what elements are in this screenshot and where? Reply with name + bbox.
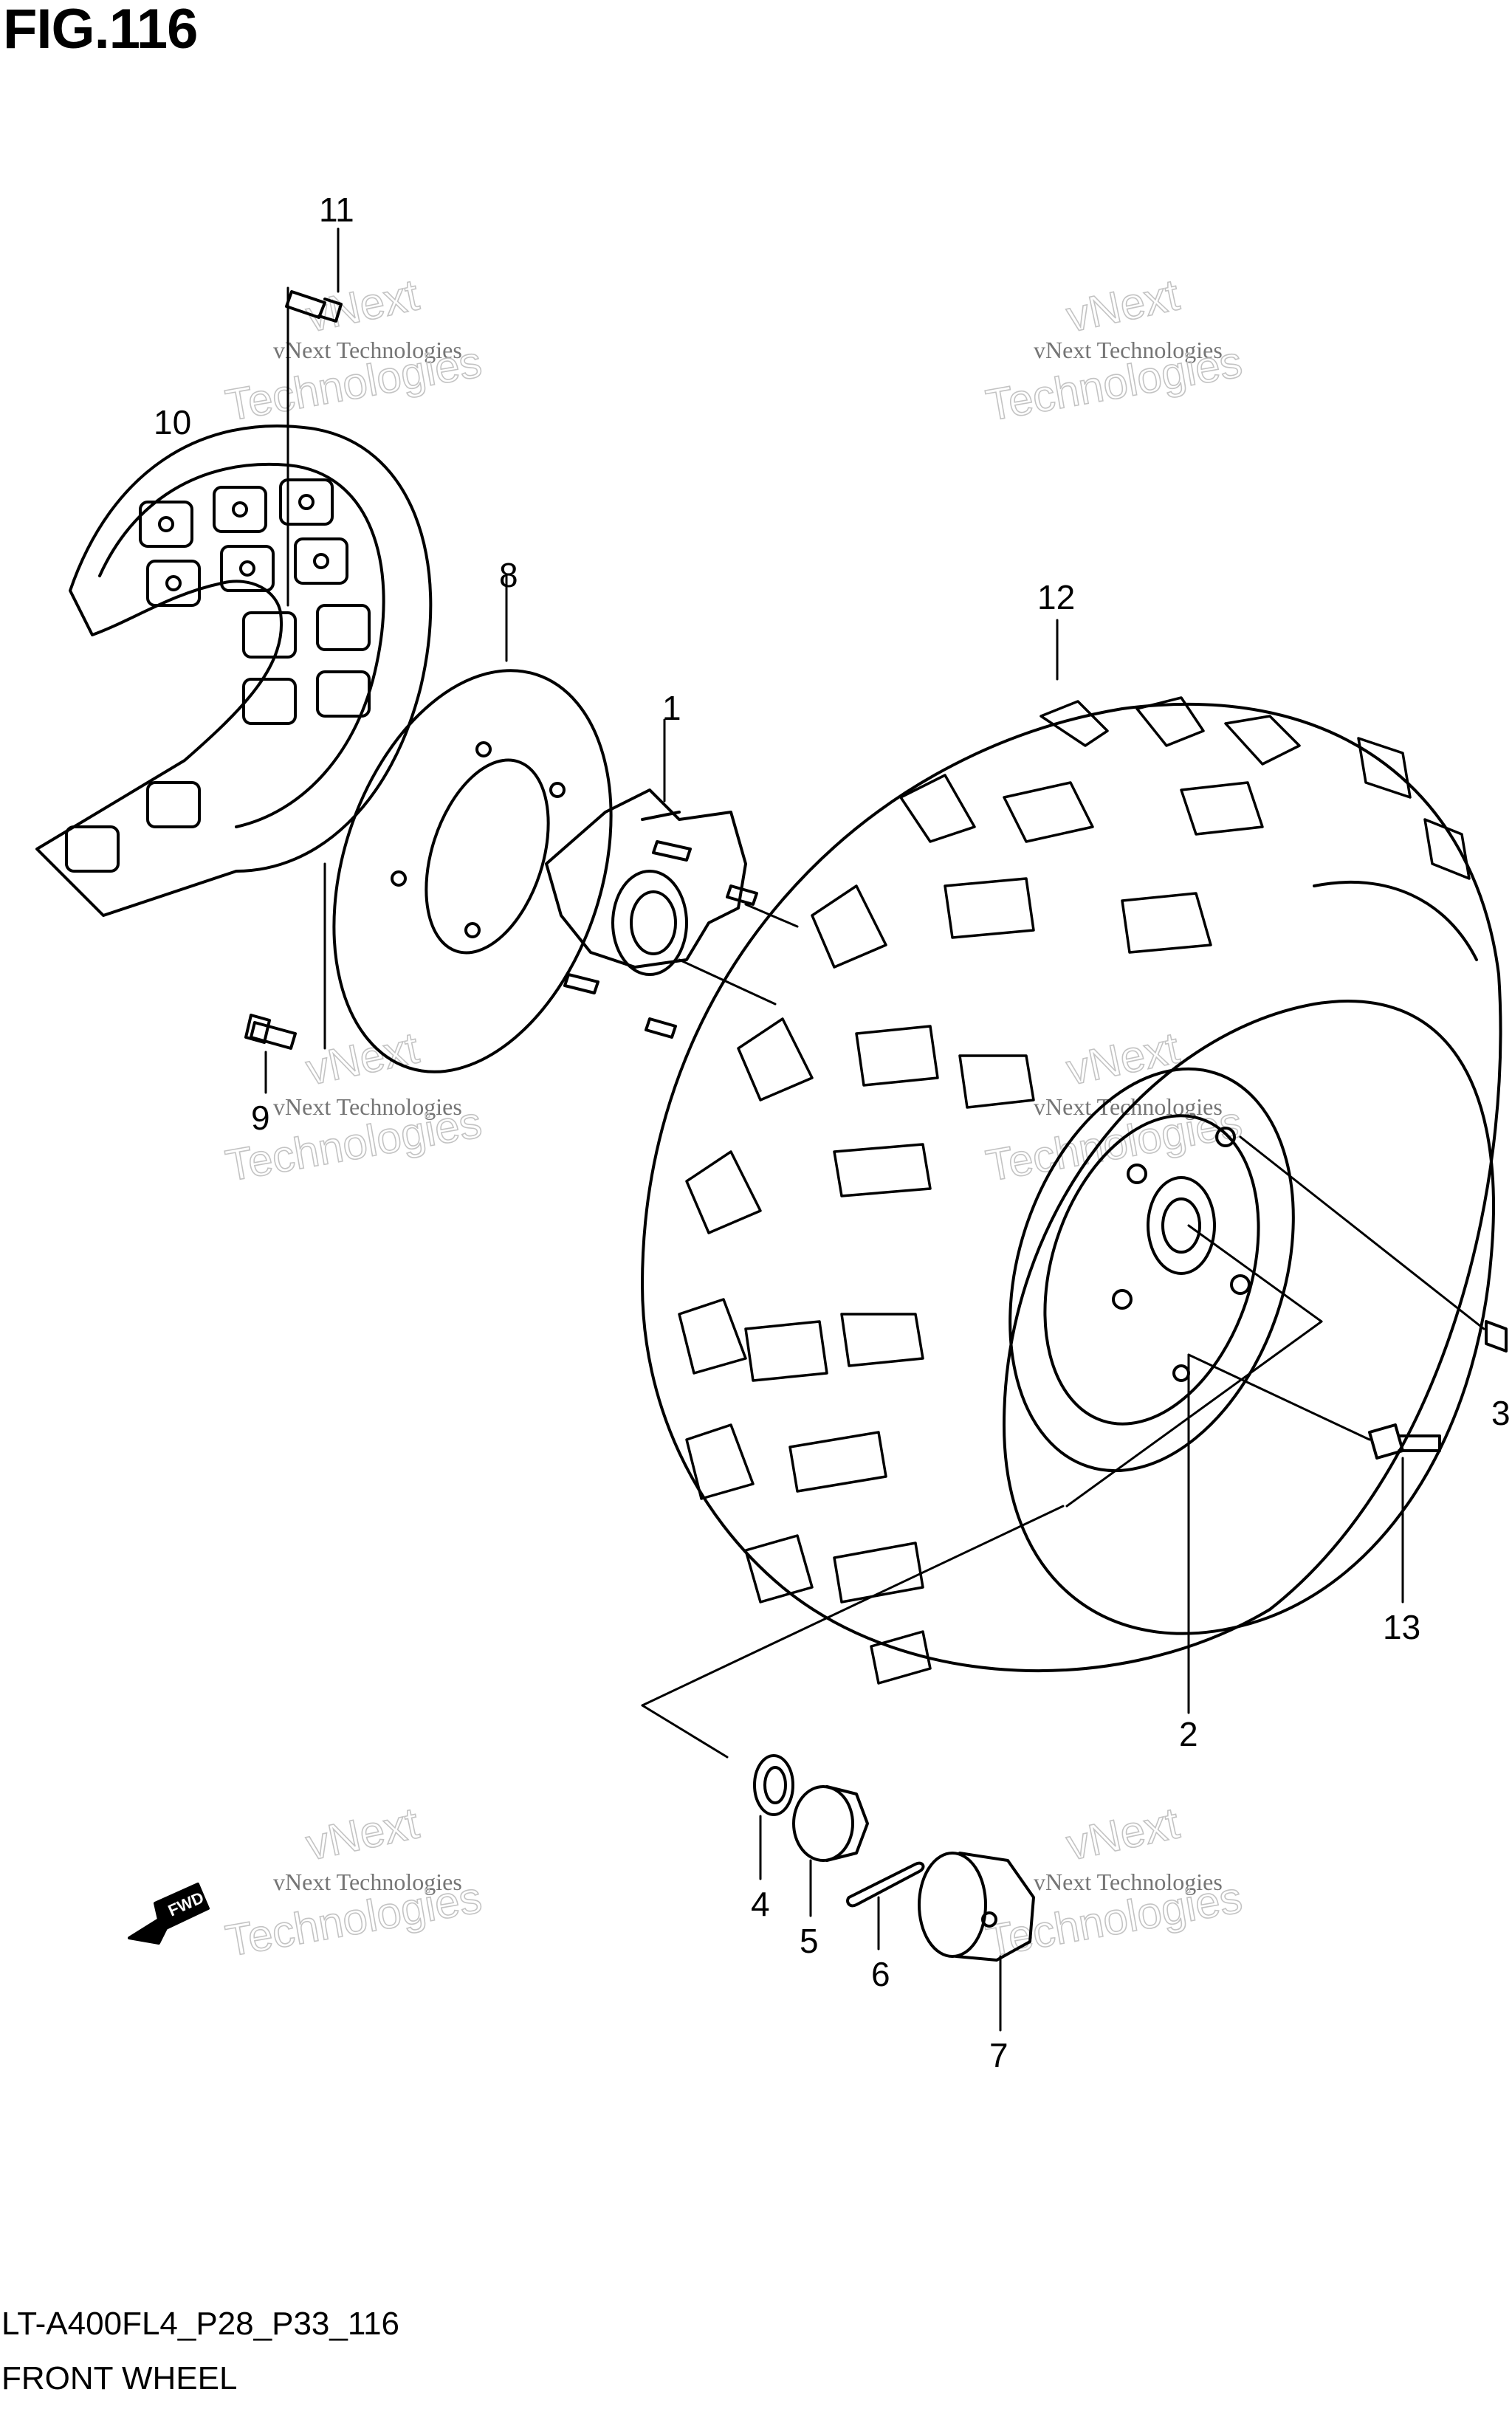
disc-guard-part-10 [35, 425, 433, 917]
svg-text:vNext: vNext [1062, 269, 1183, 341]
callout-12: 12 [1037, 578, 1075, 616]
svg-text:vNext Technologies: vNext Technologies [1034, 337, 1223, 363]
valve-part-13 [1187, 1353, 1441, 1604]
svg-text:vNext Technologies: vNext Technologies [273, 337, 462, 363]
bolt-part-9 [244, 862, 326, 1094]
bracket-leader [641, 1320, 1323, 1759]
callout-11: 11 [319, 190, 354, 229]
callout-7: 7 [989, 2036, 1008, 2075]
rim-part-2 [1008, 1067, 1295, 1714]
svg-text:vNext: vNext [302, 1798, 423, 1869]
callout-2: 2 [1179, 1715, 1198, 1753]
wheel-nut-part-3 [1187, 1135, 1508, 1353]
svg-text:vNext: vNext [302, 269, 423, 341]
callout-6: 6 [871, 1955, 890, 1993]
callout-9: 9 [251, 1099, 270, 1137]
svg-text:vNext Technologies: vNext Technologies [1034, 1869, 1223, 1895]
brake-disc-part-8 [332, 574, 613, 1073]
callout-8: 8 [499, 556, 518, 594]
wheel-hub-part-1 [545, 718, 799, 1039]
svg-text:vNext: vNext [1062, 1798, 1183, 1869]
svg-text:vNext Technologies: vNext Technologies [273, 1093, 462, 1120]
forward-arrow-icon [128, 1883, 210, 1945]
callout-5: 5 [800, 1922, 819, 1960]
svg-text:vNext: vNext [1062, 1023, 1183, 1094]
cotter-pin-part-6 [846, 1861, 925, 1951]
diagram-caption: FRONT WHEEL [1, 2360, 238, 2396]
tire-part-12 [641, 619, 1502, 1685]
callout-13: 13 [1383, 1608, 1420, 1646]
castle-nut-part-5 [792, 1785, 869, 1917]
svg-text:vNext Technologies: vNext Technologies [273, 1869, 462, 1895]
figure-title: FIG.116 [3, 0, 198, 61]
callout-3: 3 [1491, 1394, 1511, 1432]
washer-part-4 [753, 1754, 794, 1880]
callout-4: 4 [751, 1885, 770, 1923]
callout-1: 1 [662, 689, 681, 727]
callout-10: 10 [154, 403, 191, 441]
bolt-part-11 [285, 227, 343, 607]
diagram-code: LT-A400FL4_P28_P33_116 [1, 2306, 400, 2342]
hub-cap-part-7 [918, 1852, 1035, 2032]
callout-labels: 1 2 3 4 5 6 7 8 9 10 11 12 13 [154, 190, 1511, 2075]
